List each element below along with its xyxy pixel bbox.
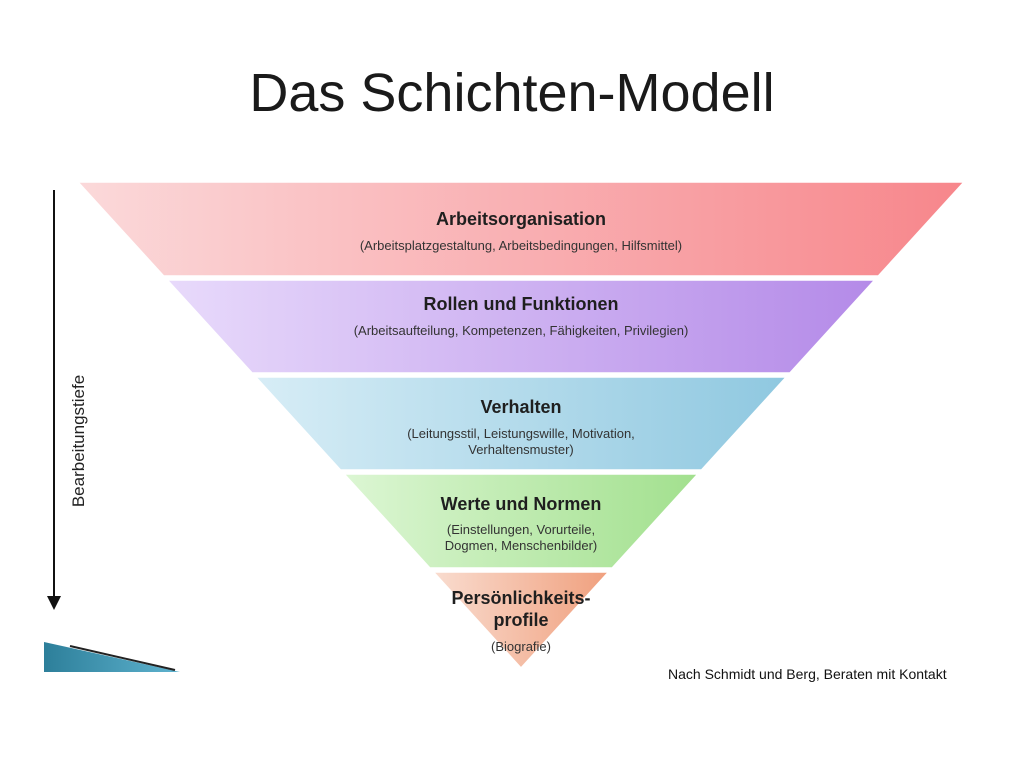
depth-axis-label: Bearbeitungstiefe [69, 375, 88, 507]
layer-subtitle-2: (Arbeitsaufteilung, Kompetenzen, Fähigke… [354, 323, 689, 338]
layer-title-5: Persönlichkeits- [451, 588, 590, 608]
pyramid-layers: Arbeitsorganisation (Arbeitsplatzgestaltu… [76, 181, 966, 670]
layer-subtitle-3: (Leitungsstil, Leistungswille, Motivatio… [407, 426, 635, 441]
layer-title-5: profile [493, 610, 548, 630]
corner-shape [44, 642, 180, 672]
layer-subtitle-4: Dogmen, Menschenbilder) [445, 538, 597, 553]
layer-title-3: Verhalten [480, 397, 561, 417]
layer-subtitle-5: (Biografie) [491, 639, 551, 654]
source-credit: Nach Schmidt und Berg, Beraten mit Konta… [668, 666, 947, 682]
corner-stroke [69, 645, 176, 671]
corner-decoration [44, 642, 180, 672]
depth-axis: Bearbeitungstiefe [47, 190, 88, 610]
layer-band-1 [76, 181, 966, 277]
slide-title: Das Schichten-Modell [249, 63, 775, 123]
layer-subtitle-3: Verhaltensmuster) [468, 442, 574, 457]
layer-subtitle-4: (Einstellungen, Vorurteile, [447, 522, 595, 537]
layer-band-2 [165, 279, 877, 374]
layer-title-1: Arbeitsorganisation [436, 209, 606, 229]
layer-band-4 [342, 473, 700, 569]
layer-band-3 [254, 376, 788, 471]
arrow-down-icon [47, 596, 61, 610]
layer-subtitle-1: (Arbeitsplatzgestaltung, Arbeitsbedingun… [360, 238, 682, 253]
layer-band-5 [431, 571, 611, 670]
layer-title-4: Werte und Normen [441, 494, 602, 514]
layer-title-2: Rollen und Funktionen [424, 294, 619, 314]
